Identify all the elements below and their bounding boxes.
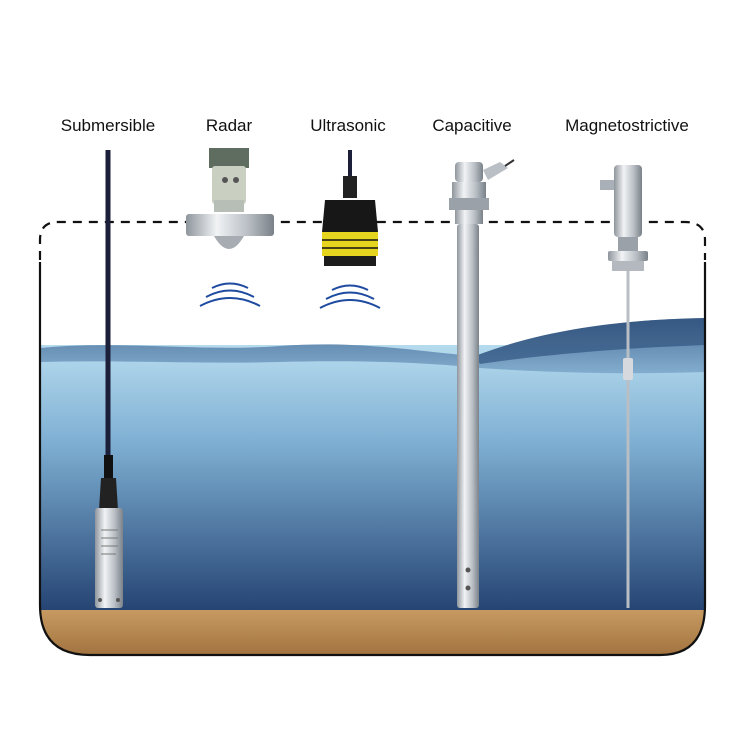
sound-wave-icon xyxy=(199,282,261,307)
sound-wave-icon xyxy=(319,284,381,309)
label-ultrasonic: Ultrasonic xyxy=(310,116,386,135)
radar-sensor xyxy=(186,148,274,307)
tank-outline xyxy=(38,262,707,657)
label-submersible: Submersible xyxy=(60,116,156,135)
magnetostrictive-sensor xyxy=(600,165,648,608)
water-surface xyxy=(40,318,705,374)
capacitive-sensor xyxy=(449,159,515,608)
submersible-sensor xyxy=(95,150,123,608)
ultrasonic-sensor xyxy=(319,150,381,309)
label-capacitive: Capacitive xyxy=(432,116,512,135)
label-radar: Radar xyxy=(205,116,253,135)
water xyxy=(40,318,705,655)
sediment-floor xyxy=(40,610,705,655)
label-magnetostrictive: Magnetostrictive xyxy=(565,116,689,135)
